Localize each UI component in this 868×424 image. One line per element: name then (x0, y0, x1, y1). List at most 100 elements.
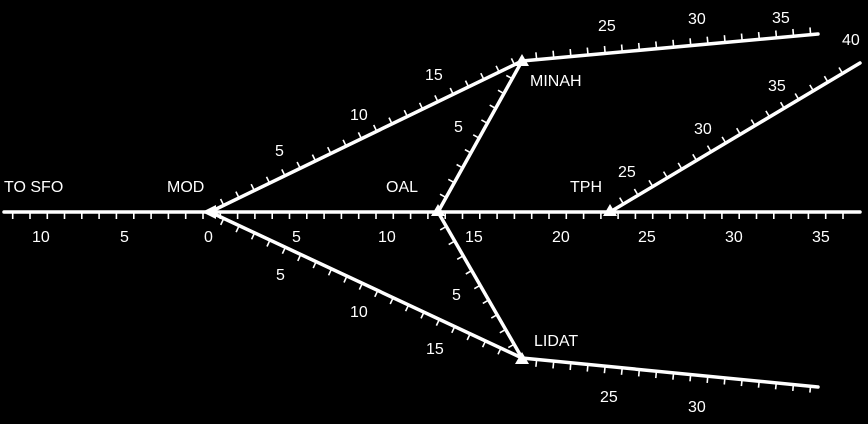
tick-mark (672, 372, 675, 380)
tick-mark (434, 95, 439, 103)
fix-marker-tph (603, 204, 617, 216)
mile-label: 5 (292, 229, 301, 246)
tick-mark (449, 87, 454, 95)
tick-mark (552, 50, 555, 58)
tick-mark (297, 254, 302, 262)
tick-mark (466, 333, 471, 341)
mile-label: 5 (120, 229, 129, 246)
fix-marker-minah (515, 54, 529, 66)
fix-label-lidat: LIDAT (534, 333, 578, 350)
tick-mark (706, 145, 712, 153)
fix-labels: TO SFO MOD OAL TPH MINAH LIDAT (4, 73, 602, 350)
route-minah-east (520, 32, 820, 63)
mile-labels-minah-east: 25 30 35 (598, 10, 790, 35)
tick-mark (472, 134, 480, 139)
mile-labels-tph-ne: 25 30 35 40 (618, 32, 860, 181)
tick-mark (620, 367, 623, 375)
fix-label-mod: MOD (167, 179, 204, 196)
tick-mark (358, 282, 364, 290)
route-mod-minah (208, 59, 524, 214)
mile-label: 25 (598, 18, 616, 35)
tick-mark (736, 127, 741, 135)
tick-mark (266, 239, 271, 247)
tick-mark (357, 132, 363, 140)
mile-label: 15 (465, 229, 483, 246)
tick-mark (448, 240, 456, 246)
tick-mark (482, 299, 490, 305)
tick-mark (456, 255, 464, 260)
tick-mark (497, 347, 502, 355)
tick-mark (672, 39, 675, 47)
tick-mark (388, 117, 393, 125)
tick-mark (311, 154, 317, 162)
tick-mark (403, 109, 409, 117)
mile-labels-main: 10 5 0 5 10 15 20 25 30 35 (32, 229, 830, 246)
tick-mark (757, 380, 760, 388)
mile-label: 5 (275, 143, 284, 160)
tick-mark (219, 198, 225, 206)
tick-mark (774, 382, 778, 390)
tick-mark (809, 27, 812, 35)
tick-mark (250, 183, 256, 191)
tick-mark (507, 343, 515, 349)
mile-labels-oal-lidat: 5 (452, 287, 461, 304)
tick-mark (435, 318, 441, 326)
tick-mark (499, 328, 507, 334)
tick-mark (603, 366, 606, 374)
tick-mark (456, 163, 464, 169)
tick-mark (235, 225, 240, 233)
tick-mark (420, 311, 425, 319)
tick-mark (569, 49, 572, 57)
tick-mark (794, 93, 800, 101)
tick-mark (619, 197, 624, 205)
tick-mark (757, 32, 761, 40)
mile-labels-oal-minah: 5 (454, 119, 463, 136)
mile-label: 5 (454, 119, 463, 136)
tick-mark (535, 52, 538, 60)
tick-mark (464, 148, 472, 154)
tick-mark (495, 65, 500, 73)
tick-mark (706, 375, 709, 383)
tick-mark (689, 374, 692, 382)
mile-label: 35 (768, 78, 786, 95)
tick-mark (792, 28, 795, 36)
tick-mark (723, 35, 726, 43)
tick-mark (586, 364, 589, 372)
tick-mark (750, 119, 756, 127)
fix-marker-mod (202, 205, 216, 219)
tick-mark (439, 225, 447, 231)
route-lidat-east (520, 356, 820, 389)
route-tph-northeast (608, 61, 862, 214)
tick-mark (326, 146, 332, 154)
tick-mark (404, 304, 410, 312)
mile-labels-mod-lidat: 5 10 15 (276, 267, 444, 358)
tick-mark (480, 72, 485, 80)
tick-mark (689, 38, 692, 46)
fix-label-oal: OAL (386, 179, 418, 196)
tick-mark (775, 30, 778, 38)
tick-mark (481, 119, 488, 125)
mile-label: 25 (618, 164, 636, 181)
mile-label: 25 (600, 389, 618, 406)
tick-mark (439, 193, 447, 199)
tick-mark (662, 171, 668, 179)
fix-marker-oal (431, 204, 445, 216)
tick-mark (510, 58, 516, 66)
tick-mark (481, 340, 487, 348)
mile-labels-lidat-east: 25 30 (600, 389, 706, 416)
tick-mark (655, 41, 658, 49)
tick-mark (489, 104, 497, 110)
tick-mark (809, 84, 815, 92)
tick-mark (505, 74, 513, 80)
tick-mark (637, 369, 641, 377)
tick-mark (809, 385, 812, 393)
mile-label: 30 (694, 121, 712, 138)
mile-label: 30 (688, 11, 706, 28)
tick-mark (418, 102, 424, 110)
mile-label: 35 (812, 229, 830, 246)
tick-mark (235, 191, 240, 199)
tick-mark (765, 110, 771, 118)
mile-label: 5 (276, 267, 285, 284)
fix-label-minah: MINAH (530, 73, 582, 90)
